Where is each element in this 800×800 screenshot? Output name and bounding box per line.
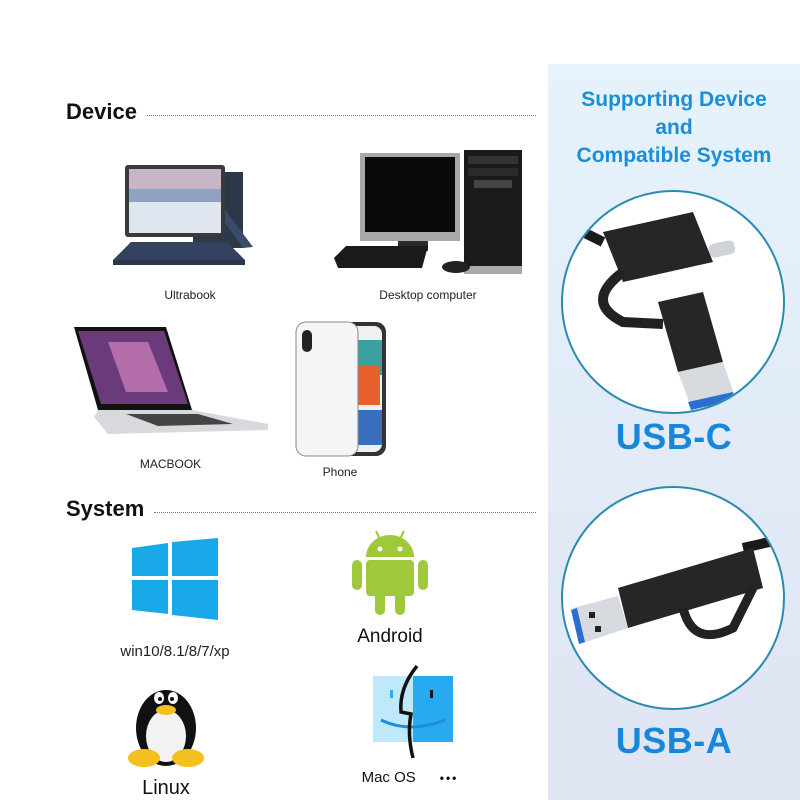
system-heading-title: System	[66, 496, 145, 521]
device-desktop-computer: Desktop computer	[318, 146, 538, 302]
laptop-icon	[74, 327, 268, 434]
device-heading-title: Device	[66, 99, 137, 124]
os-android: Android	[330, 527, 450, 648]
os-linux: Linux	[116, 678, 216, 800]
os-windows: win10/8.1/8/7/xp	[100, 538, 250, 660]
usb-c-connector-icon	[563, 212, 736, 410]
panel-title: Supporting Device and Compatible System	[548, 86, 800, 170]
compatibility-panel: Supporting Device and Compatible System …	[548, 64, 800, 800]
usb-c-image	[561, 190, 785, 414]
android-logo-icon	[352, 530, 428, 615]
windows-logo-icon	[132, 538, 218, 620]
os-label: Mac OS	[361, 769, 416, 786]
device-label: Phone	[322, 465, 358, 479]
device-label: Desktop computer	[379, 288, 477, 302]
device-label: MACBOOK	[139, 457, 202, 471]
system-heading: System	[66, 496, 536, 522]
panel-title-line: Compatible System	[576, 144, 772, 167]
dotted-divider	[146, 114, 536, 116]
panel-title-line: Supporting Device	[581, 88, 767, 111]
os-label: win10/8.1/8/7/xp	[120, 643, 230, 660]
os-label: Linux	[142, 777, 190, 799]
os-macos: Mac OS •••	[340, 662, 480, 786]
device-label: Ultrabook	[164, 288, 216, 302]
tablet-keyboard-icon	[113, 165, 253, 265]
more-ellipsis: •••	[439, 770, 459, 785]
device-macbook: MACBOOK	[68, 322, 273, 471]
os-label: Android	[357, 626, 423, 647]
usb-a-image	[561, 486, 785, 710]
usb-a-connector-icon	[571, 533, 783, 644]
linux-tux-icon	[128, 690, 204, 767]
dotted-divider	[154, 511, 536, 513]
desktop-computer-icon	[334, 150, 522, 274]
usb-c-label: USB-C	[615, 416, 733, 457]
device-ultrabook: Ultrabook	[100, 152, 280, 302]
device-phone: Phone	[290, 320, 390, 479]
usb-a-label: USB-A	[615, 720, 733, 761]
panel-title-line: and	[655, 116, 693, 139]
device-heading: Device	[66, 99, 536, 125]
macos-finder-icon	[373, 664, 453, 759]
smartphone-icon	[295, 321, 386, 457]
